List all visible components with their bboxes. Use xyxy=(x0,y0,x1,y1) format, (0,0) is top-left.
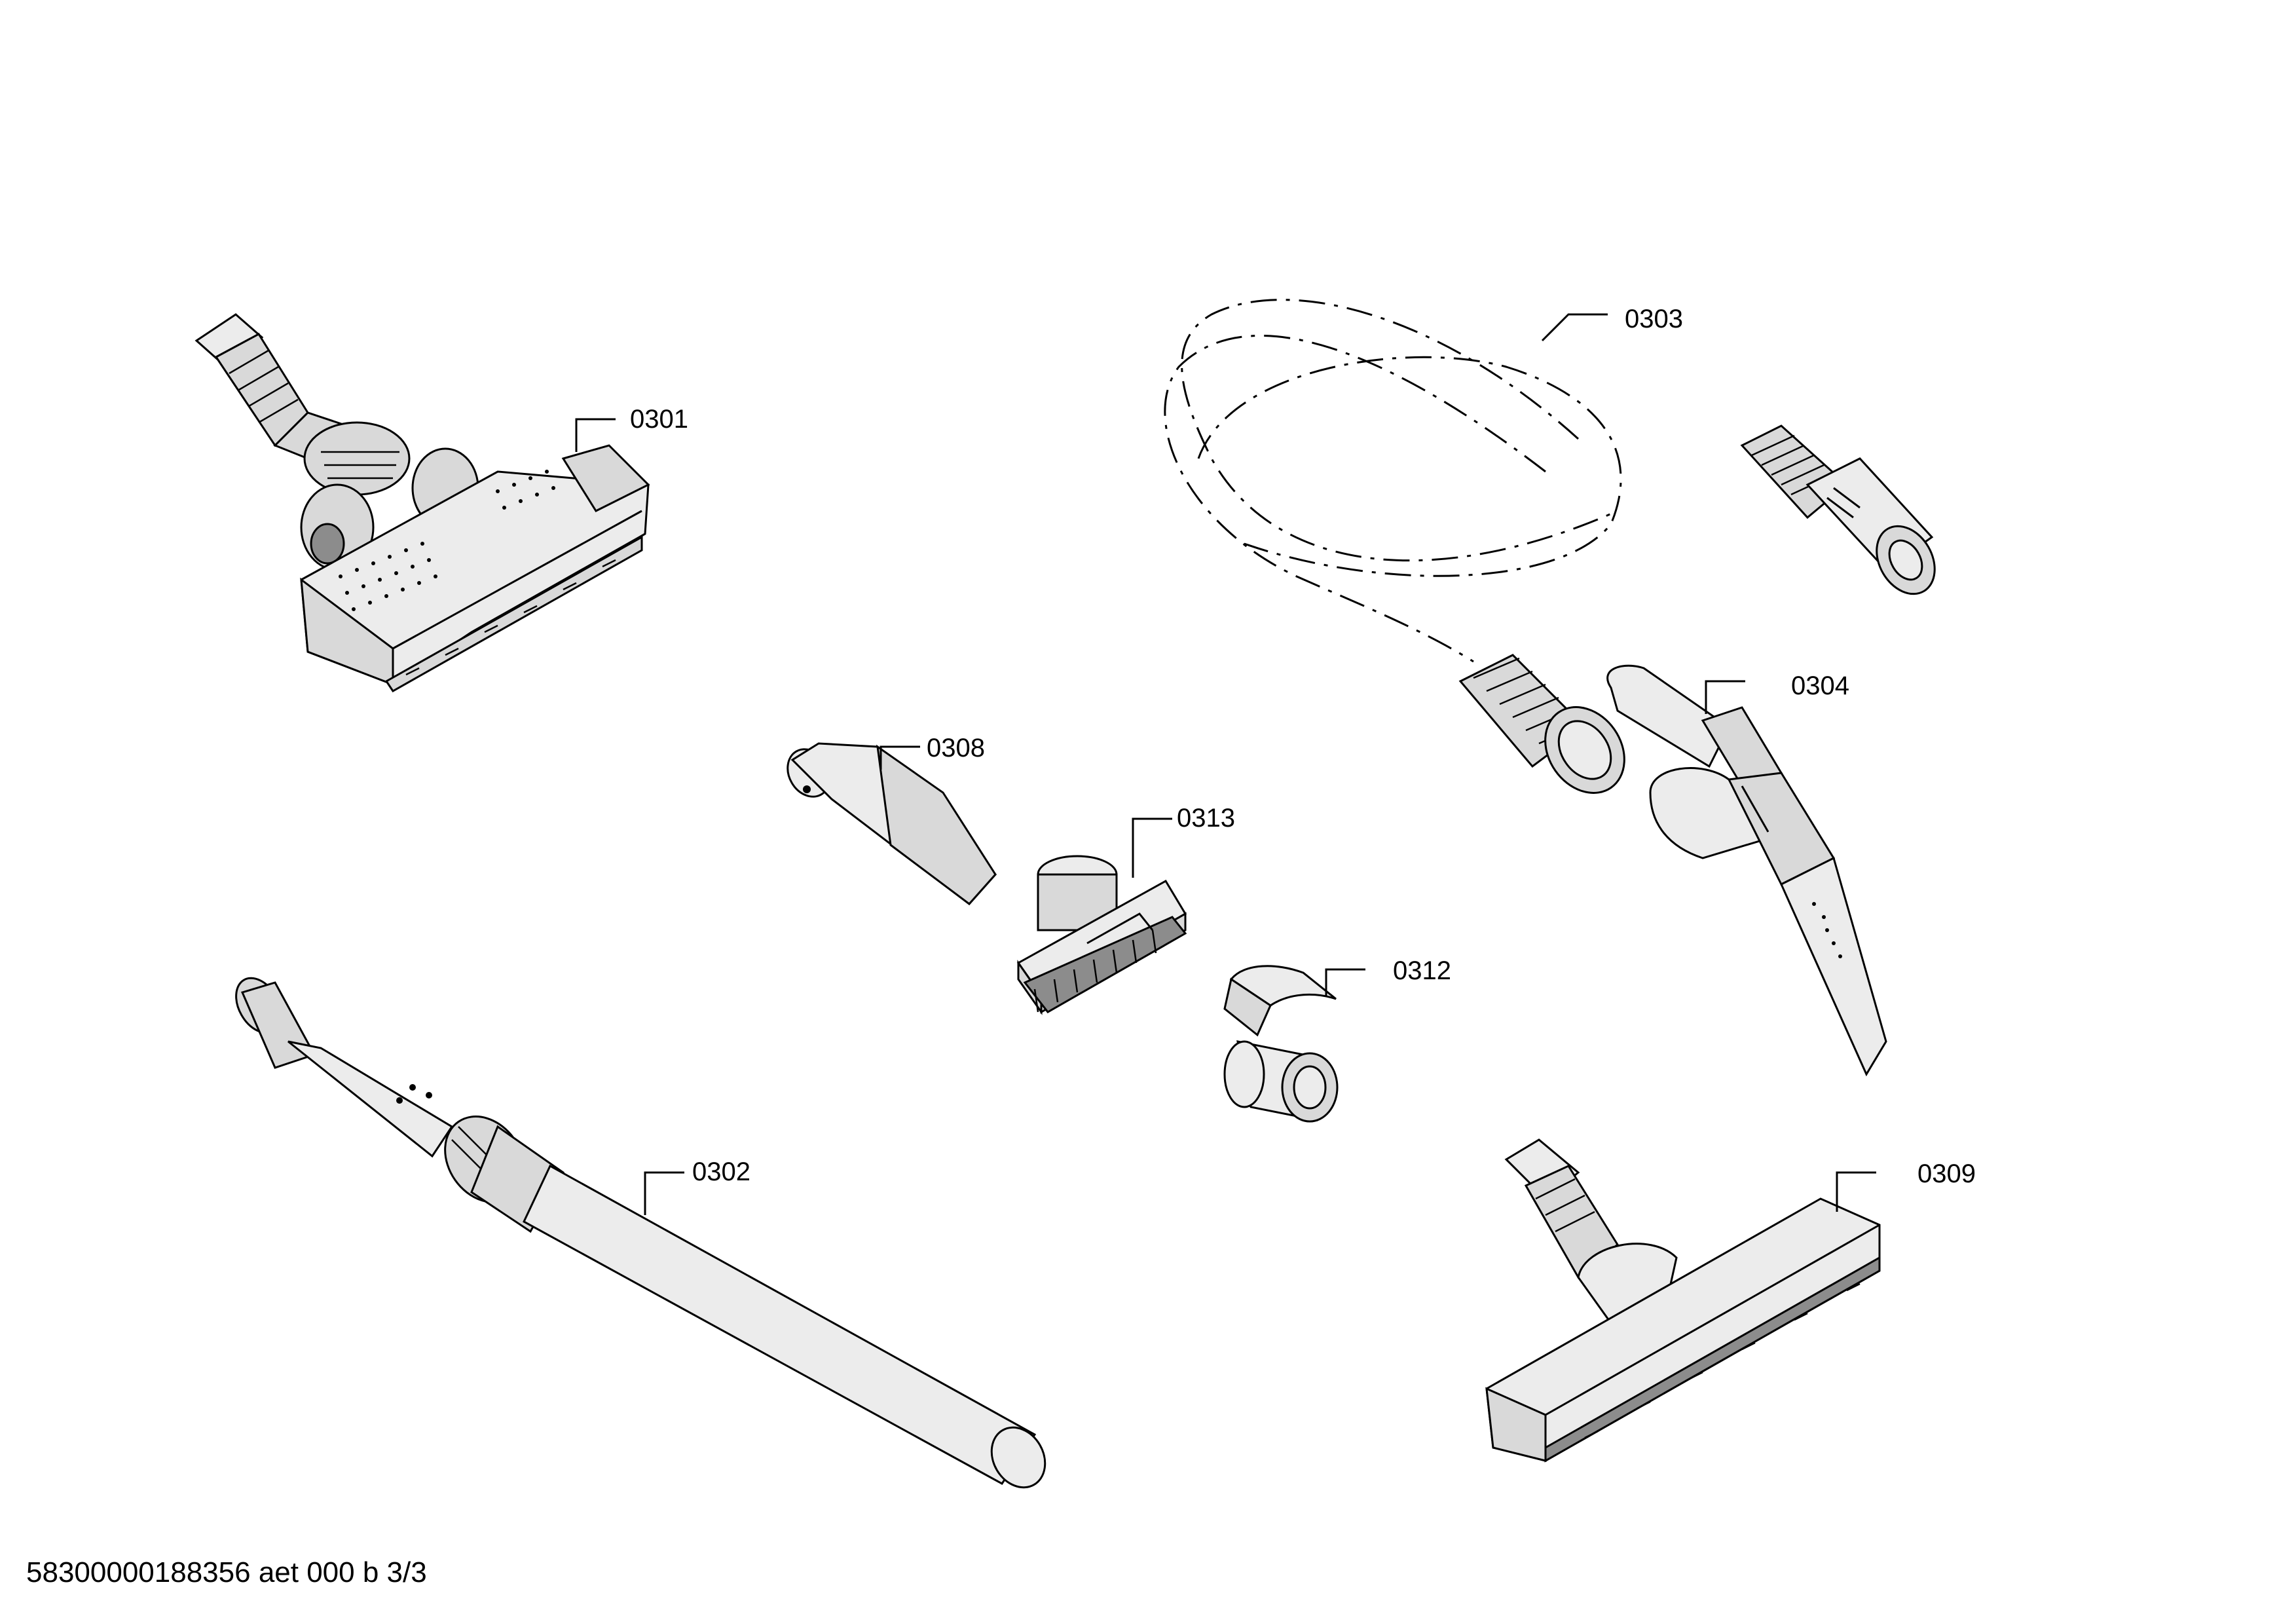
label-0309: 0309 xyxy=(1917,1159,1976,1188)
label-0301: 0301 xyxy=(630,405,688,434)
part-0301-floor-nozzle xyxy=(194,313,650,692)
label-0303: 0303 xyxy=(1625,305,1683,333)
label-0304: 0304 xyxy=(1791,671,1849,700)
document-footer-code: 58300000188356 aet 000 b 3/3 xyxy=(26,1556,427,1588)
part-0304-hose-handle xyxy=(1606,664,1887,1077)
label-0313: 0313 xyxy=(1177,804,1235,833)
part-0313-upholstery-brush xyxy=(1016,817,1187,1015)
label-0308: 0308 xyxy=(927,734,985,762)
part-0308-crevice-nozzle xyxy=(787,742,997,906)
part-0309-parquet-nozzle xyxy=(1485,1138,1881,1463)
label-0302: 0302 xyxy=(692,1157,750,1186)
label-0312: 0312 xyxy=(1393,956,1451,985)
part-0303-suction-hose xyxy=(1164,299,1936,794)
part-0302-telescopic-tube xyxy=(235,977,1046,1489)
part-0312-accessory-clip xyxy=(1223,965,1365,1123)
